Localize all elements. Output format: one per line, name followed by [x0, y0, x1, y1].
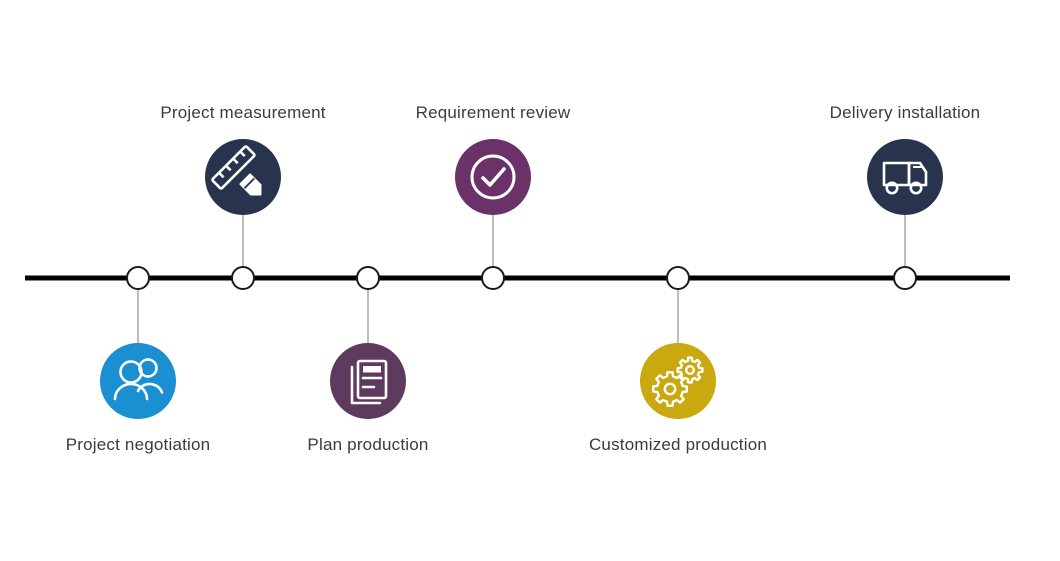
icon-circle-delivery-installation[interactable]: [867, 139, 943, 215]
icon-circle-plan-production[interactable]: [330, 343, 406, 419]
delivery-truck-icon: [882, 161, 928, 195]
step-icon-plan-production[interactable]: [330, 343, 406, 419]
step-icon-project-negotiation[interactable]: [100, 343, 176, 419]
step-icon-project-measurement[interactable]: [205, 139, 281, 215]
timeline-node-marker-delivery-installation[interactable]: [893, 266, 917, 290]
timeline-node-marker-plan-production[interactable]: [356, 266, 380, 290]
step-label-delivery-installation: Delivery installation: [830, 103, 981, 122]
timeline-node-marker-requirement-review[interactable]: [481, 266, 505, 290]
icon-circle-customized-production[interactable]: [640, 343, 716, 419]
ruler-pencil-icon: [211, 145, 262, 196]
step-label-project-negotiation: Project negotiation: [66, 435, 211, 454]
timeline-node-marker-customized-production[interactable]: [666, 266, 690, 290]
step-icon-customized-production[interactable]: [640, 343, 716, 419]
check-circle-icon: [470, 154, 516, 200]
timeline-node-marker-project-measurement[interactable]: [231, 266, 255, 290]
step-label-project-measurement: Project measurement: [160, 103, 325, 122]
step-label-customized-production: Customized production: [589, 435, 767, 454]
timeline-node-marker-project-negotiation[interactable]: [126, 266, 150, 290]
icon-nodes-layer: [100, 139, 943, 419]
gears-icon: [651, 356, 704, 408]
step-labels-layer: Project negotiation Project measurementPl…: [66, 103, 981, 454]
step-icon-delivery-installation[interactable]: [867, 139, 943, 215]
step-icon-requirement-review[interactable]: [455, 139, 531, 215]
step-label-requirement-review: Requirement review: [416, 103, 571, 122]
icon-circle-requirement-review[interactable]: [455, 139, 531, 215]
icon-circle-project-measurement[interactable]: [205, 139, 281, 215]
documents-icon: [350, 359, 388, 405]
users-group-icon: [113, 358, 164, 401]
timeline-node-markers-layer: [126, 266, 917, 290]
step-label-plan-production: Plan production: [307, 435, 428, 454]
